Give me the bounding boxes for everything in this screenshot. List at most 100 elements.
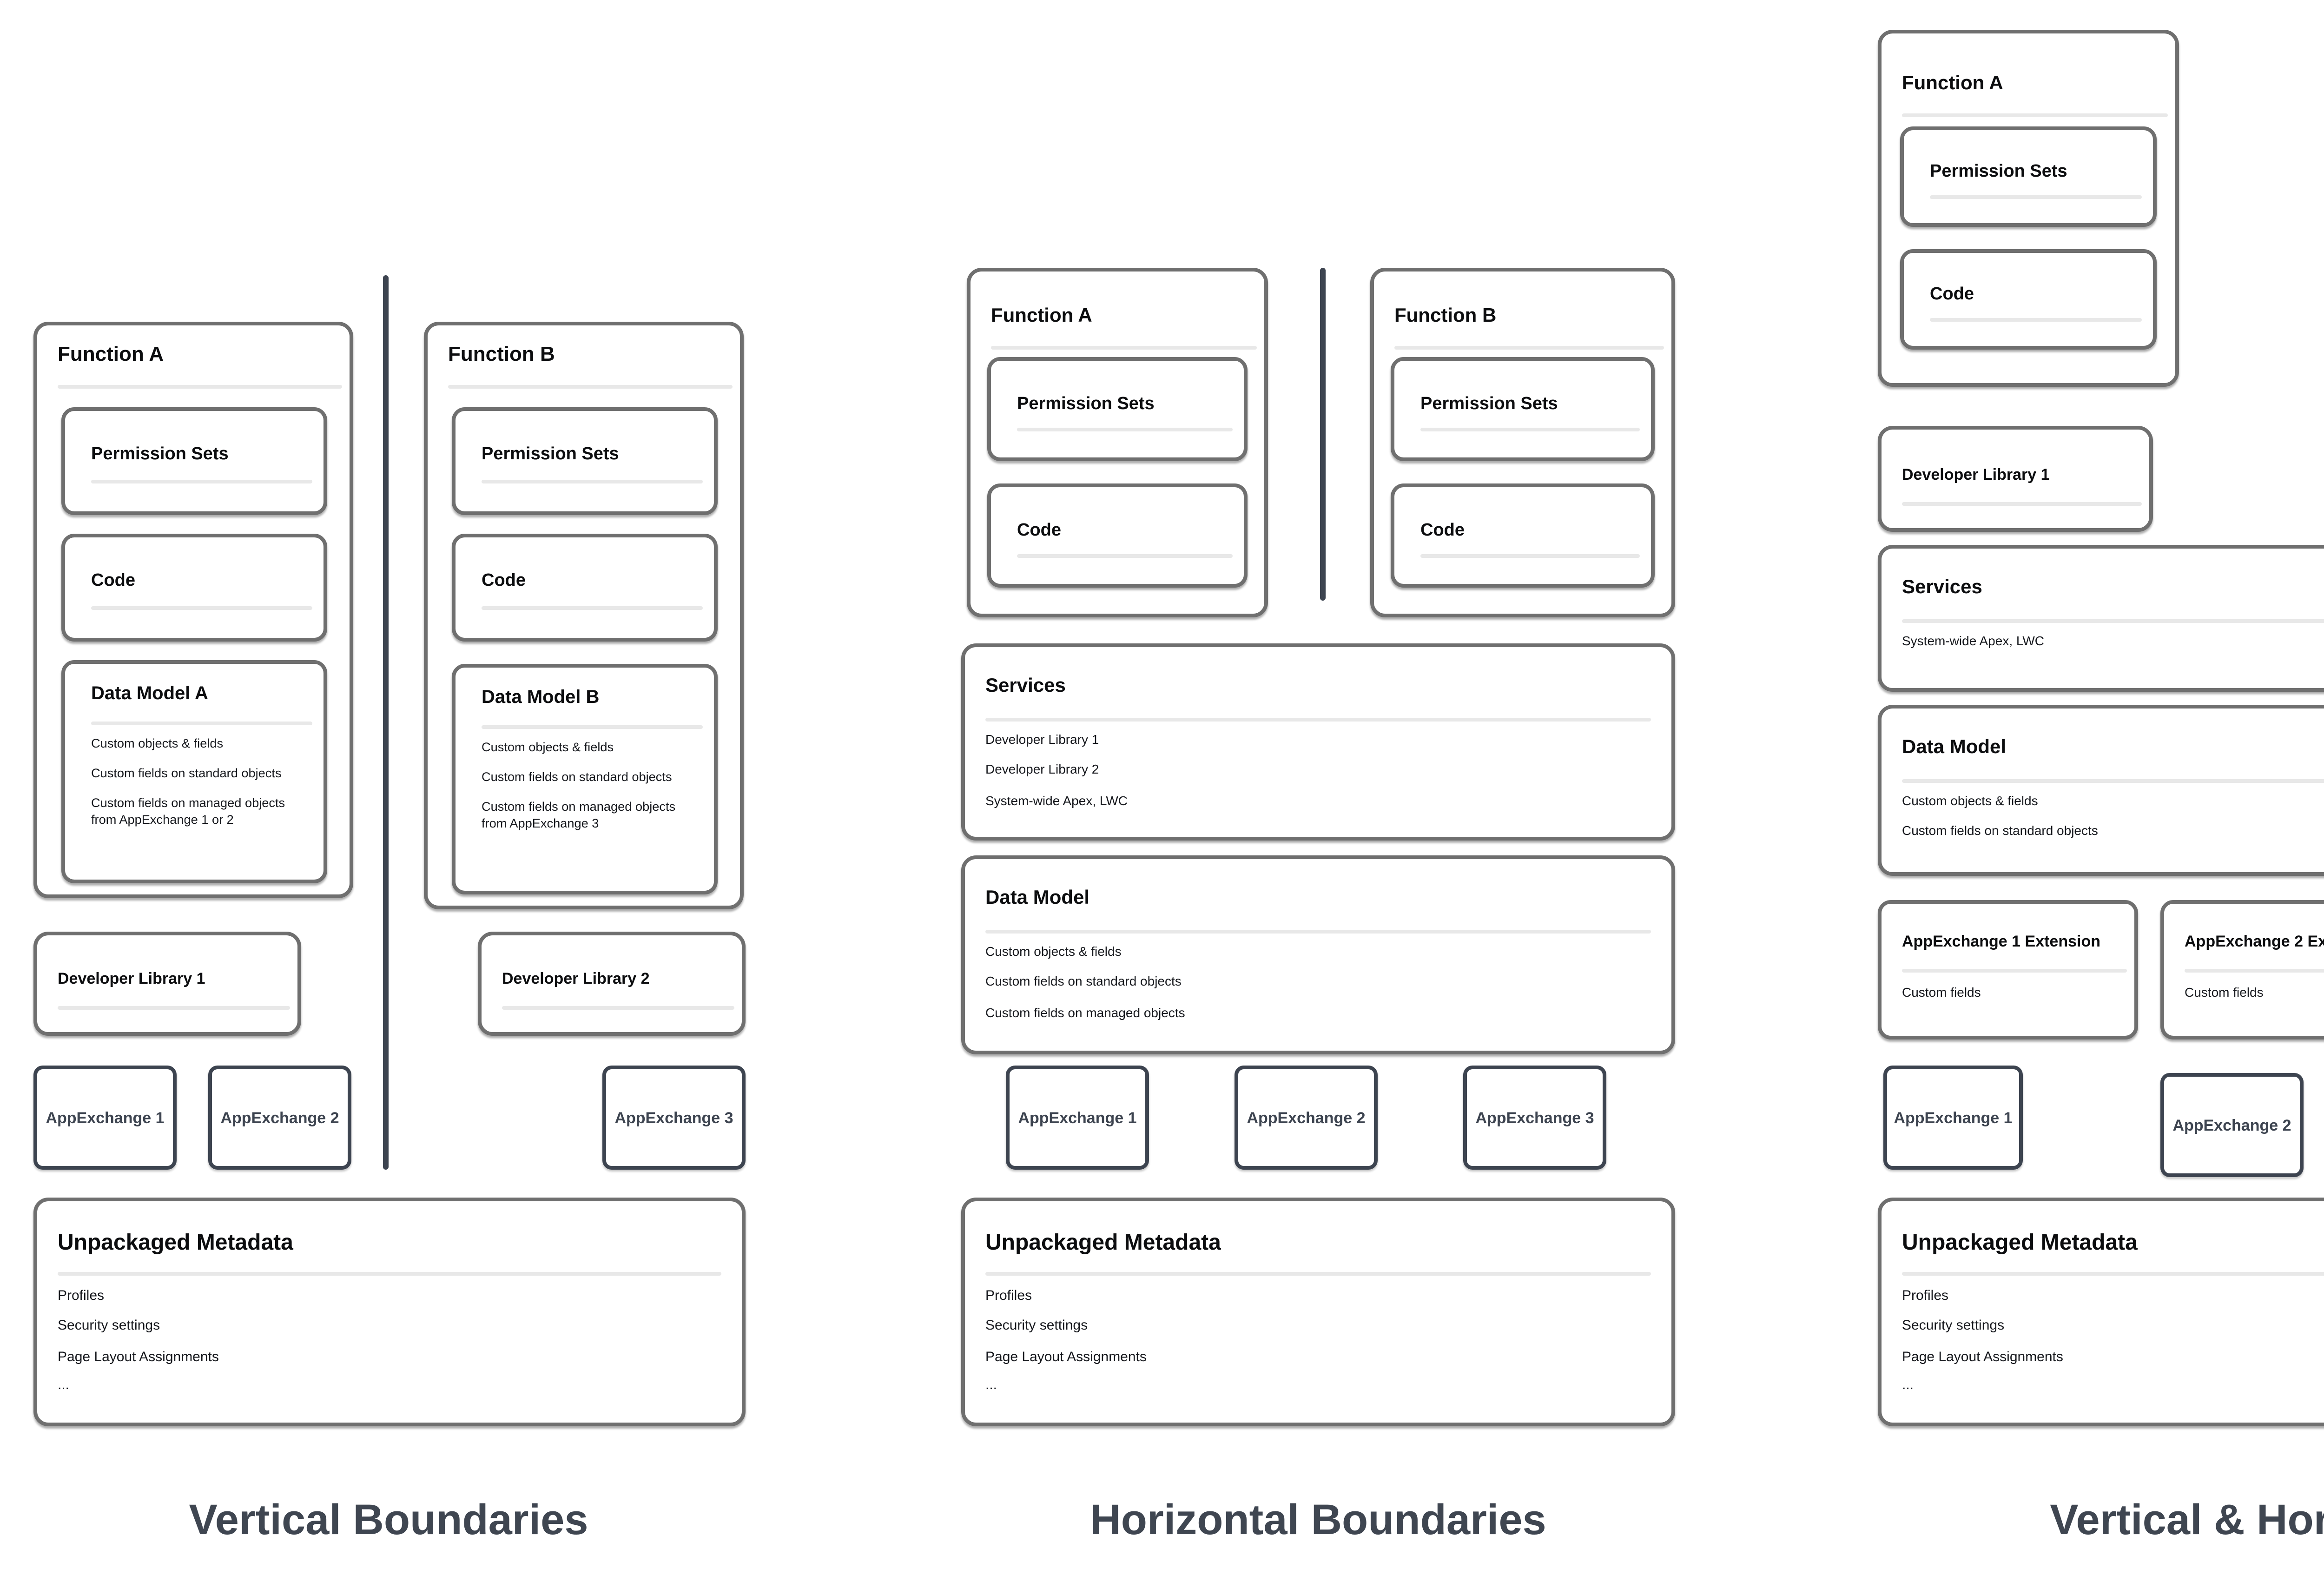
middle-appexchange-3-box: AppExchange 3 [1463, 1066, 1606, 1170]
left-data-model-a-title: Data Model A [91, 684, 208, 705]
left-data-model-a-item: Custom fields on managed objects from Ap… [91, 798, 285, 828]
left-data-model-b-title: Data Model B [482, 688, 600, 708]
right-appexchange-1-box: AppExchange 1 [1883, 1066, 2023, 1170]
left-appexchange-3-label: AppExchange 3 [614, 1108, 733, 1127]
left-unpackaged-metadata-box [33, 1198, 746, 1426]
divider-line [58, 385, 342, 389]
left-unpackaged-item: Profiles [58, 1287, 105, 1304]
left-unpackaged-item: ... [58, 1376, 70, 1393]
middle-function-a-code-label: Code [1017, 521, 1061, 541]
divider-line [985, 930, 1651, 934]
right-section-title: Vertical & Horizontal Hybrid [2050, 1495, 2324, 1543]
middle-data-model-item: Custom fields on managed objects [985, 1008, 1185, 1021]
middle-appexchange-2-label: AppExchange 2 [1247, 1108, 1366, 1127]
right-function-a-code-box [1900, 249, 2157, 350]
middle-function-a-permission-sets-label: Permission Sets [1017, 394, 1155, 415]
left-appexchange-1-box: AppExchange 1 [33, 1066, 177, 1170]
left-appexchange-2-label: AppExchange 2 [220, 1108, 339, 1127]
left-developer-library-2-label: Developer Library 2 [502, 969, 650, 987]
left-unpackaged-metadata-title: Unpackaged Metadata [58, 1229, 293, 1255]
middle-function-b-code-box [1391, 483, 1655, 588]
middle-function-b-permission-sets-label: Permission Sets [1420, 394, 1558, 415]
left-function-b-code-box [452, 534, 718, 642]
right-unpackaged-item: ... [1902, 1376, 1914, 1393]
left-data-model-b-item: Custom objects & fields [482, 742, 614, 755]
right-appexchange-1-extension-item: Custom fields [1902, 987, 1981, 1000]
divider-line [91, 606, 312, 610]
divider-line [91, 722, 312, 725]
left-vertical-boundary-divider [383, 275, 388, 1170]
right-services-item: System-wide Apex, LWC [1902, 636, 2045, 649]
divider-line [1902, 969, 2127, 973]
middle-function-b-code-label: Code [1420, 521, 1465, 541]
left-appexchange-1-label: AppExchange 1 [46, 1108, 165, 1127]
left-function-a-code-box [61, 534, 327, 642]
divider-line [1902, 1272, 2324, 1276]
left-data-model-b-item: Custom fields on managed objects from Ap… [482, 801, 676, 831]
divider-line [985, 718, 1651, 722]
left-data-model-a-box [61, 660, 327, 883]
right-appexchange-2-extension-item: Custom fields [2185, 987, 2264, 1000]
divider-line [1902, 619, 2324, 623]
right-function-a-permission-sets-box [1900, 126, 2157, 227]
divider-line [58, 1272, 721, 1276]
left-developer-library-2-box [478, 932, 746, 1036]
left-data-model-a-item: Custom objects & fields [91, 738, 224, 751]
right-function-a-code-label: Code [1930, 285, 1974, 305]
right-appexchange-2-box: AppExchange 2 [2160, 1073, 2304, 1177]
middle-unpackaged-item: Profiles [985, 1287, 1032, 1304]
right-appexchange-2-label: AppExchange 2 [2172, 1116, 2291, 1134]
left-unpackaged-item: Page Layout Assignments [58, 1348, 219, 1365]
left-function-a-code-label: Code [91, 571, 135, 591]
left-developer-library-1-label: Developer Library 1 [58, 969, 205, 987]
right-unpackaged-item: Page Layout Assignments [1902, 1348, 2063, 1365]
middle-function-b-title: Function B [1394, 305, 1497, 327]
left-function-b-permission-sets-box [452, 407, 718, 515]
middle-vertical-boundary-divider [1320, 268, 1325, 601]
divider-line [2185, 969, 2324, 973]
divider-line [985, 1272, 1651, 1276]
divider-line [1930, 195, 2142, 199]
middle-data-model-item: Custom fields on standard objects [985, 976, 1182, 989]
right-appexchange-1-extension-title: AppExchange 1 Extension [1902, 932, 2100, 950]
middle-unpackaged-item: Page Layout Assignments [985, 1348, 1147, 1365]
middle-unpackaged-metadata-box [961, 1198, 1675, 1426]
middle-appexchange-1-label: AppExchange 1 [1018, 1108, 1137, 1127]
divider-line [1930, 318, 2142, 322]
right-data-model-title: Data Model [1902, 736, 2007, 759]
right-services-box [1878, 545, 2324, 692]
middle-services-box [961, 643, 1675, 841]
middle-appexchange-3-label: AppExchange 3 [1475, 1108, 1594, 1127]
left-appexchange-3-box: AppExchange 3 [602, 1066, 746, 1170]
divider-line [1902, 113, 2168, 117]
divider-line [482, 480, 703, 483]
divider-line [58, 1006, 290, 1010]
left-function-b-title: Function B [448, 344, 555, 366]
left-section-title: Vertical Boundaries [189, 1495, 588, 1543]
right-data-model-box [1878, 705, 2324, 876]
middle-unpackaged-item: Security settings [985, 1317, 1088, 1333]
divider-line [1902, 779, 2324, 783]
right-services-title: Services [1902, 576, 1982, 599]
right-data-model-item: Custom fields on standard objects [1902, 826, 2098, 839]
left-function-b-permission-sets-label: Permission Sets [482, 444, 619, 465]
right-function-a-title: Function A [1902, 73, 2003, 95]
left-appexchange-2-box: AppExchange 2 [208, 1066, 351, 1170]
right-appexchange-2-extension-title: AppExchange 2 Extension [2185, 932, 2324, 950]
right-unpackaged-metadata-box [1878, 1198, 2324, 1426]
divider-line [1394, 346, 1664, 350]
divider-line [1420, 554, 1640, 558]
divider-line [482, 725, 703, 729]
divider-line [482, 606, 703, 610]
divider-line [502, 1006, 734, 1010]
middle-unpackaged-metadata-title: Unpackaged Metadata [985, 1229, 1221, 1255]
divider-line [448, 385, 733, 389]
right-appexchange-1-label: AppExchange 1 [1894, 1108, 2013, 1127]
left-function-a-title: Function A [58, 344, 164, 366]
middle-services-item: Developer Library 1 [985, 735, 1099, 748]
middle-services-item: System-wide Apex, LWC [985, 796, 1128, 809]
middle-function-a-permission-sets-box [987, 357, 1248, 461]
left-unpackaged-item: Security settings [58, 1317, 160, 1333]
middle-function-a-code-box [987, 483, 1248, 588]
